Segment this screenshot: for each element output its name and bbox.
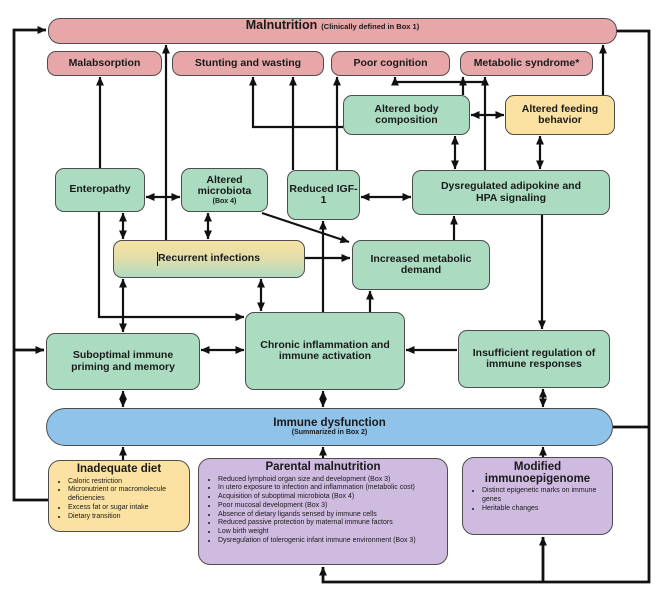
list-item: Low birth weight xyxy=(218,528,441,537)
malabsorption-label: Malabsorption xyxy=(68,56,141,69)
altered-microbiota-label: Altered microbiota xyxy=(197,173,252,198)
text-caret xyxy=(157,252,159,266)
list-item: Absence of dietary ligands sensed by imm… xyxy=(218,511,441,520)
node-enteropathy: Enteropathy xyxy=(55,168,145,212)
node-modified-immunoepigenome: Modified immunoepigenome Distinct epigen… xyxy=(462,457,613,535)
list-item: Reduced passive protection by maternal i… xyxy=(218,519,441,528)
immune-dysfunction-note: (Summarized in Box 2) xyxy=(291,429,368,437)
altered-microbiota-note: (Box 4) xyxy=(212,197,237,205)
enteropathy-label: Enteropathy xyxy=(69,183,131,196)
node-suboptimal-immune-priming: Suboptimal immune priming and memory xyxy=(46,333,200,390)
list-item: Poor mucosal development (Box 3) xyxy=(218,502,441,511)
node-insufficient-regulation: Insufficient regulation of immune respon… xyxy=(458,330,610,388)
node-dysregulated-adipokine: Dysregulated adipokine and HPA signaling xyxy=(412,170,610,215)
altered-feeding-label: Altered feeding behavior xyxy=(521,102,599,126)
immune-dysfunction-title: Immune dysfunction xyxy=(273,417,386,430)
arrow-adipokine-to-poor-cognition xyxy=(391,76,485,86)
list-item: Excess fat or sugar intake xyxy=(68,504,183,513)
node-altered-feeding-behavior: Altered feeding behavior xyxy=(505,95,615,135)
list-item: Micronutrient or macromolecule deficienc… xyxy=(68,486,183,504)
inadequate-diet-list: Caloric restriction Micronutrient or mac… xyxy=(55,478,183,522)
node-reduced-igf1: Reduced IGF-1 xyxy=(287,170,360,220)
malnutrition-note: (Clinically defined in Box 1) xyxy=(321,22,420,31)
reduced-igf1-label: Reduced IGF-1 xyxy=(289,182,358,206)
malnutrition-title: Malnutrition xyxy=(245,18,318,32)
parental-malnutrition-title: Parental malnutrition xyxy=(265,461,381,473)
node-parental-malnutrition: Parental malnutrition Reduced lymphoid o… xyxy=(198,458,448,565)
poor-cognition-label: Poor cognition xyxy=(353,56,428,69)
node-inadequate-diet: Inadequate diet Caloric restriction Micr… xyxy=(48,460,190,532)
list-item: In utero exposure to infection and infla… xyxy=(218,484,441,493)
chronic-inflammation-label: Chronic inflammation and immune activati… xyxy=(260,338,390,362)
node-malabsorption: Malabsorption xyxy=(47,51,162,76)
node-chronic-inflammation: Chronic inflammation and immune activati… xyxy=(245,312,405,390)
list-item: Distinct epigenetic marks on immune gene… xyxy=(482,487,606,505)
node-malnutrition: Malnutrition (Clinically defined in Box … xyxy=(48,18,617,44)
stunting-label: Stunting and wasting xyxy=(194,56,302,69)
node-increased-metabolic-demand: Increased metabolic demand xyxy=(352,240,490,290)
node-immune-dysfunction: Immune dysfunction (Summarized in Box 2) xyxy=(46,408,613,446)
insufficient-regulation-label: Insufficient regulation of immune respon… xyxy=(472,346,596,370)
parental-malnutrition-list: Reduced lymphoid organ size and developm… xyxy=(205,476,441,546)
node-stunting-and-wasting: Stunting and wasting xyxy=(172,51,324,76)
node-altered-microbiota: Altered microbiota (Box 4) xyxy=(181,168,268,212)
arrow-body-composition-to-stunting xyxy=(249,76,343,129)
list-item: Reduced lymphoid organ size and developm… xyxy=(218,476,441,485)
list-item: Acquisition of suboptimal microbiota (Bo… xyxy=(218,493,441,502)
list-item: Dietary transition xyxy=(68,513,183,522)
modified-immunoepigenome-list: Distinct epigenetic marks on immune gene… xyxy=(469,487,606,513)
list-item: Heritable changes xyxy=(482,505,606,514)
dysregulated-adipokine-label: Dysregulated adipokine and HPA signaling xyxy=(440,180,582,204)
list-item: Dysregulation of tolerogenic infant immu… xyxy=(218,537,441,546)
recurrent-infections-label: Recurrent infections xyxy=(157,252,261,265)
increased-metabolic-label: Increased metabolic demand xyxy=(370,252,472,276)
metabolic-syndrome-label: Metabolic syndrome* xyxy=(473,56,580,69)
list-item: Caloric restriction xyxy=(68,478,183,487)
suboptimal-immune-label: Suboptimal immune priming and memory xyxy=(71,349,175,373)
node-recurrent-infections: Recurrent infections xyxy=(113,240,305,278)
inadequate-diet-title: Inadequate diet xyxy=(76,463,162,475)
arrow-diet-loop-to-malnutrition xyxy=(12,26,48,502)
node-metabolic-syndrome: Metabolic syndrome* xyxy=(460,51,593,76)
altered-body-label: Altered body composition xyxy=(374,102,439,126)
node-poor-cognition: Poor cognition xyxy=(331,51,450,76)
node-altered-body-composition: Altered body composition xyxy=(343,95,470,135)
modified-immunoepigenome-title: Modified immunoepigenome xyxy=(484,461,591,486)
